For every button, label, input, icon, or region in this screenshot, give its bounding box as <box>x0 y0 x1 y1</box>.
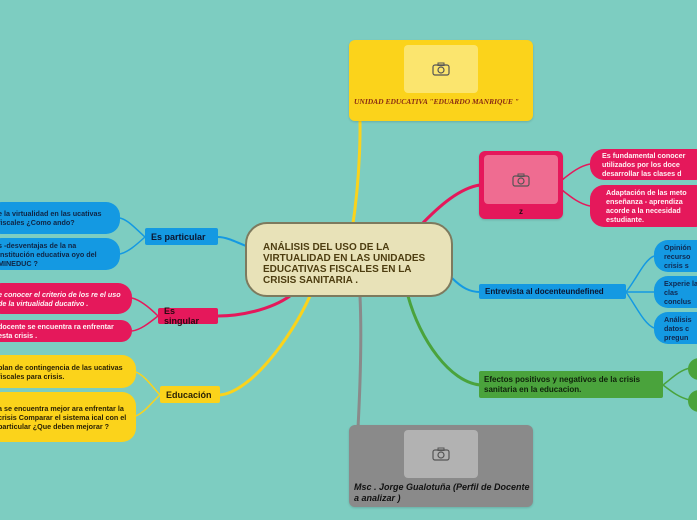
entrevista-node[interactable]: Entrevista al docenteundefined <box>479 284 626 299</box>
top-image-card[interactable]: UNIDAD EDUCATIVA "EDUARDO MANRIQUE " <box>349 40 533 121</box>
efectos-node[interactable]: Efectos positivos y negativos de la cris… <box>479 371 663 398</box>
camera-icon <box>432 447 450 461</box>
es-particular-node[interactable]: Es particular <box>145 228 218 245</box>
z-card-label: z <box>519 207 523 216</box>
es-singular-child-2[interactable]: docente se encuentra ra enfrentar esta c… <box>0 320 132 342</box>
es-singular-node[interactable]: Es singular <box>158 306 218 326</box>
z-child-1[interactable]: Es fundamental conocer utilizados por lo… <box>590 149 697 180</box>
z-child-2[interactable]: Adaptación de las meto enseñanza - apren… <box>590 185 697 227</box>
image-placeholder <box>484 155 558 204</box>
es-particular-child-1[interactable]: e la virtualidad en las ucativas fiscale… <box>0 202 120 234</box>
educacion-child-2[interactable]: a se encuentra mejor ara enfrentar la cr… <box>0 392 136 442</box>
es-particular-child-2[interactable]: s -desventajas de la na institución educ… <box>0 238 120 270</box>
bottom-card-caption: Msc . Jorge Gualotuña (Perfil de Docente… <box>354 482 530 503</box>
z-image-card[interactable]: z <box>479 151 563 219</box>
camera-icon <box>432 62 450 76</box>
image-placeholder <box>404 430 478 478</box>
entrevista-child-1[interactable]: Opinión recurso crisis s <box>654 240 697 272</box>
bottom-image-card[interactable]: Msc . Jorge Gualotuña (Perfil de Docente… <box>349 425 533 507</box>
central-topic-title: ANÁLISIS DEL USO DE LA VIRTUALIDAD EN LA… <box>263 241 426 286</box>
central-topic[interactable]: ANÁLISIS DEL USO DE LA VIRTUALIDAD EN LA… <box>245 222 453 297</box>
entrevista-child-2[interactable]: Experie las clas conclus <box>654 276 697 308</box>
image-placeholder <box>404 45 478 93</box>
camera-icon <box>512 173 530 187</box>
educacion-node[interactable]: Educación <box>160 386 220 403</box>
educacion-child-1[interactable]: plan de contingencia de las ucativas fis… <box>0 355 136 388</box>
efectos-child-2[interactable] <box>688 390 697 412</box>
es-singular-child-1[interactable]: e conocer el criterio de los re el uso d… <box>0 283 132 314</box>
top-card-caption: UNIDAD EDUCATIVA "EDUARDO MANRIQUE " <box>354 97 519 106</box>
efectos-child-1[interactable] <box>688 358 697 380</box>
entrevista-child-3[interactable]: Análisis datos c pregun <box>654 312 697 344</box>
